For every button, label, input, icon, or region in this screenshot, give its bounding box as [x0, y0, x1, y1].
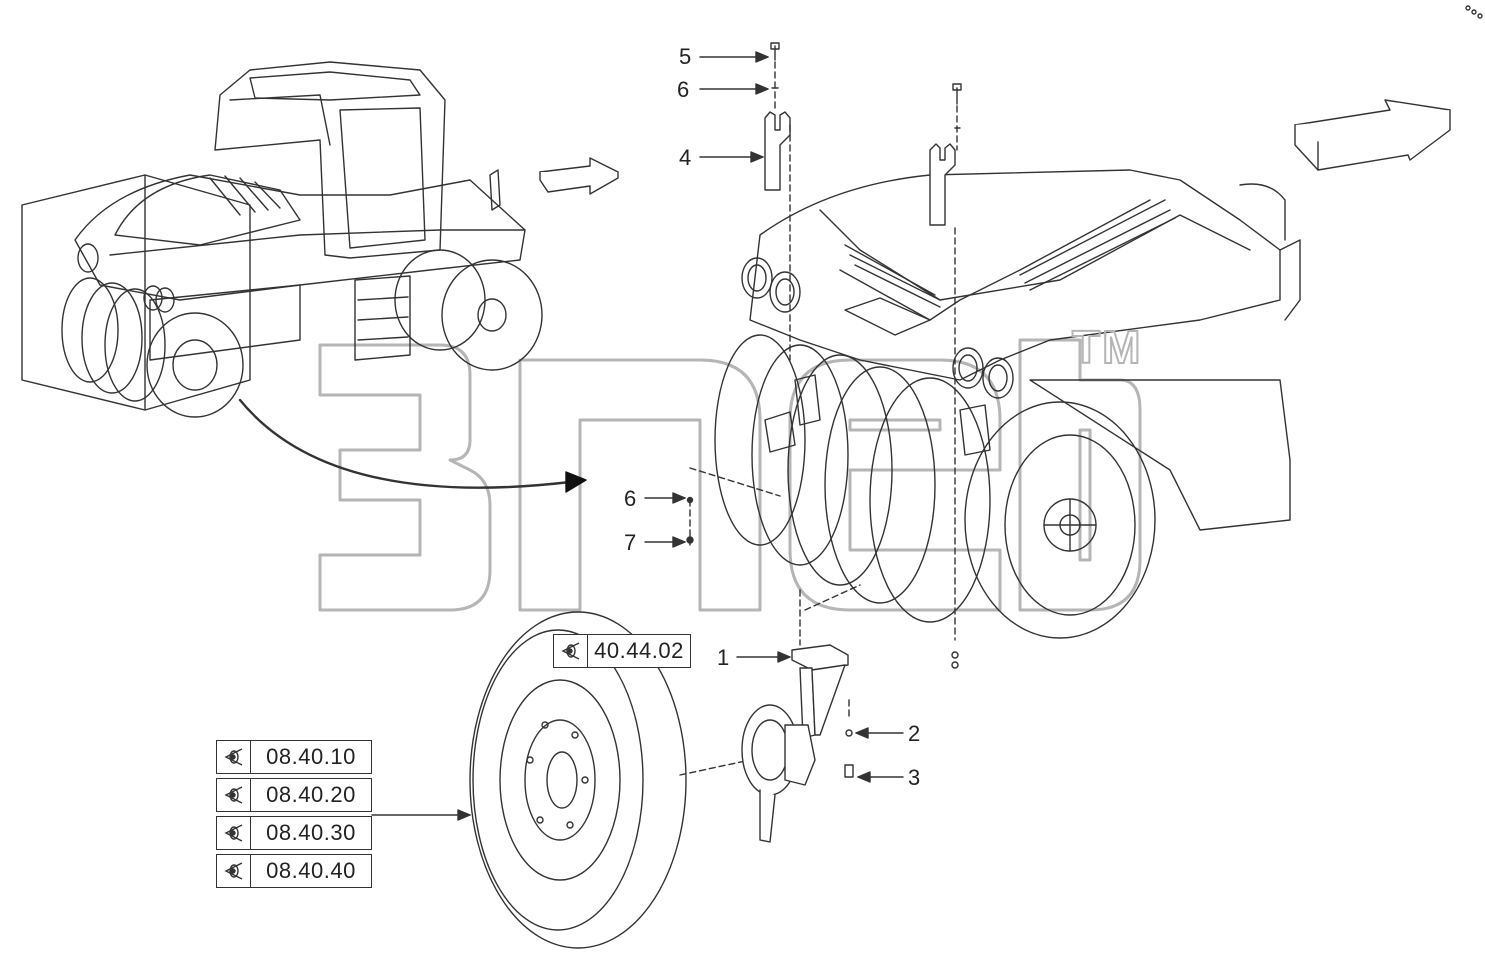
reference-code: 40.44.02: [594, 638, 684, 663]
fork-assembly: [741, 644, 849, 843]
eye-reference-icon: [217, 855, 251, 887]
mounting-hardware: [679, 42, 962, 778]
tire-assembly: [469, 611, 687, 949]
watermark-tm: TM: [1071, 320, 1143, 374]
reference-code: 08.40.20: [266, 782, 356, 807]
eye-reference-icon: [554, 635, 588, 667]
reference-code: 08.40.30: [266, 820, 356, 845]
callout-3: 3: [908, 765, 921, 790]
reference-link-tire-3[interactable]: 08.40.30: [216, 816, 372, 850]
direction-arrow-icon: [539, 99, 1451, 195]
eye-reference-icon: [217, 779, 251, 811]
watermark-logo: [318, 338, 1142, 612]
callout-6-top: 6: [677, 77, 690, 102]
callout-2: 2: [908, 721, 921, 746]
eye-reference-icon: [217, 741, 251, 773]
callout-5: 5: [679, 44, 692, 69]
callout-4: 4: [679, 145, 692, 170]
reference-code: 08.40.10: [266, 744, 356, 769]
compactor-overview: [21, 61, 543, 418]
reference-link-axle[interactable]: 40.44.02: [553, 634, 691, 668]
callout-7: 7: [624, 530, 637, 555]
callout-1: 1: [717, 645, 730, 670]
reference-link-tire-2[interactable]: 08.40.20: [216, 778, 372, 812]
reference-link-tire-1[interactable]: 08.40.10: [216, 740, 372, 774]
corner-mark: [1465, 5, 1483, 19]
reference-code: 08.40.40: [266, 858, 356, 883]
front-axle-detail: [714, 169, 1301, 639]
zoom-arrow: [238, 398, 587, 493]
reference-link-tire-4[interactable]: 08.40.40: [216, 854, 372, 888]
callout-6-mid: 6: [624, 486, 637, 511]
eye-reference-icon: [217, 817, 251, 849]
callout-leaders: [371, 51, 904, 821]
